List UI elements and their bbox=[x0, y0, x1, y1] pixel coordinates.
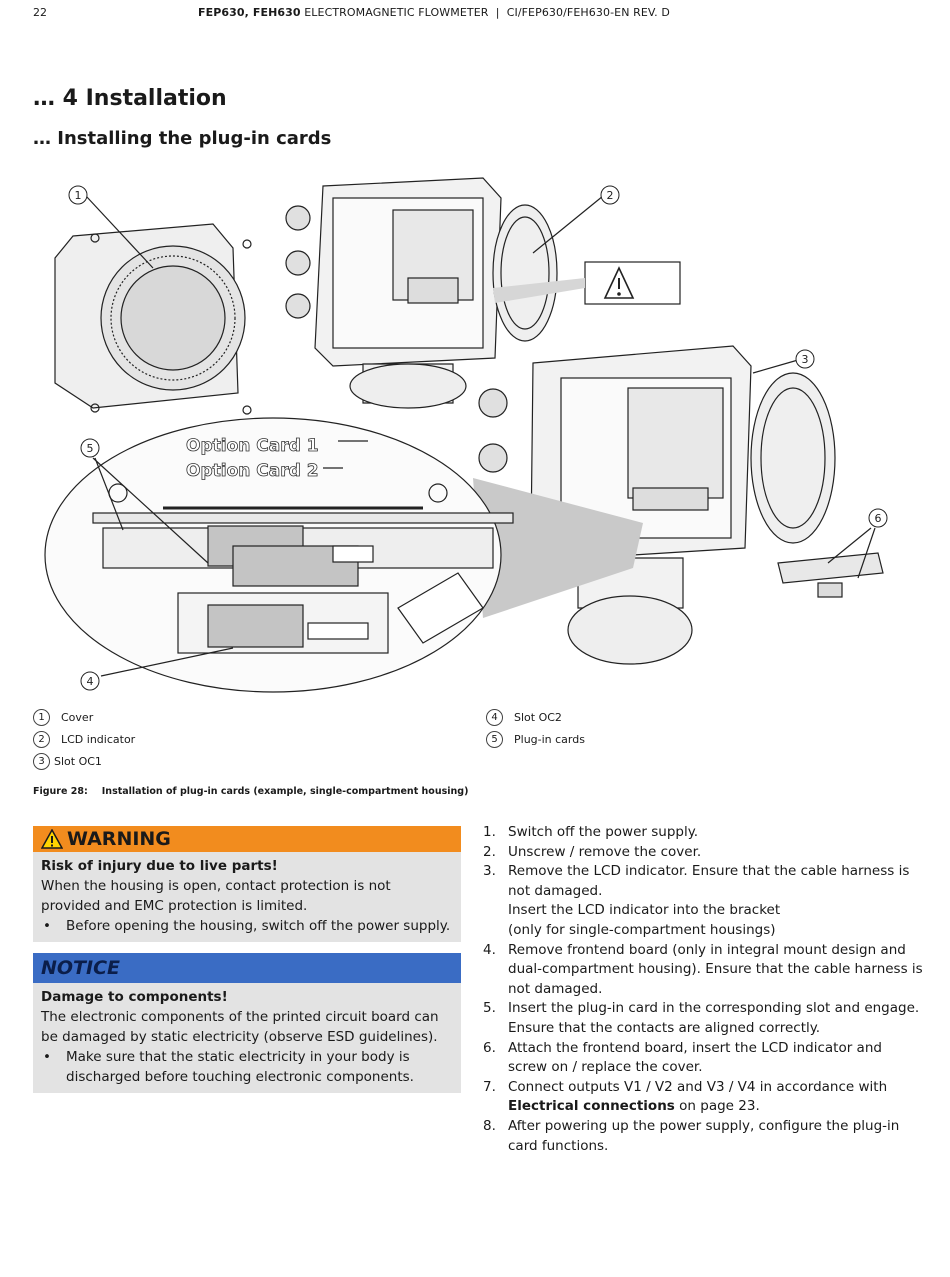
svg-text:2: 2 bbox=[607, 189, 614, 202]
notice-text: The electronic components of the printed… bbox=[41, 1009, 439, 1045]
step-text: Remove frontend board (only in integral … bbox=[508, 941, 923, 997]
section-title: … 4 Installation bbox=[33, 86, 227, 111]
notice-heading: Damage to components! bbox=[41, 989, 228, 1005]
step-text: Connect outputs V1 / V2 and V3 / V4 in a… bbox=[508, 1078, 888, 1095]
figure-caption-label: Figure 28: bbox=[33, 786, 88, 797]
step-text-after: on page 23. bbox=[674, 1098, 760, 1115]
notice-bullet: •Make sure that the static electricity i… bbox=[41, 1047, 453, 1087]
step-text-extra: (only for single-compartment housings) bbox=[508, 921, 776, 938]
step-item: 2. Unscrew / remove the cover. bbox=[483, 843, 923, 863]
step-item: 4. Remove frontend board (only in integra… bbox=[483, 941, 923, 1000]
document-header-rest: ELECTROMAGNETIC FLOWMETER | CI/FEP630/FE… bbox=[300, 6, 670, 19]
svg-text:5: 5 bbox=[87, 442, 94, 455]
warning-header: WARNING bbox=[33, 826, 461, 852]
legend-label: Plug-in cards bbox=[514, 733, 585, 746]
cover-drawing bbox=[54, 223, 252, 415]
warning-triangle-icon bbox=[41, 829, 63, 849]
step-text-extra: Insert the LCD indicator into the bracke… bbox=[508, 902, 781, 919]
svg-text:1: 1 bbox=[75, 189, 82, 202]
step-number: 8. bbox=[483, 1117, 496, 1134]
warning-text: When the housing is open, contact protec… bbox=[41, 878, 391, 914]
step-number: 6. bbox=[483, 1039, 496, 1056]
step-item: 8. After powering up the power supply, co… bbox=[483, 1117, 923, 1156]
legend-number: 1 bbox=[33, 709, 50, 726]
document-header-product: FEP630, FEH630 bbox=[198, 6, 301, 19]
option-card-1-label: Option Card 1 bbox=[186, 436, 319, 456]
legend-item: 1 Cover bbox=[33, 709, 93, 726]
figure-caption: Figure 28: Installation of plug-in cards … bbox=[33, 786, 482, 797]
legend-number: 3 bbox=[33, 753, 50, 770]
step-text: Switch off the power supply. bbox=[508, 824, 699, 840]
step-number: 3. bbox=[483, 863, 496, 880]
step-text: Attach the frontend board, insert the LC… bbox=[508, 1039, 882, 1076]
callout-6: 6 bbox=[868, 508, 888, 528]
page-number: 22 bbox=[33, 6, 47, 19]
step-text: Insert the plug-in card in the correspon… bbox=[508, 1000, 920, 1036]
figure-caption-text: Installation of plug-in cards (example, … bbox=[101, 786, 469, 797]
legend-item: 3 Slot OC1 bbox=[33, 753, 102, 770]
svg-text:6: 6 bbox=[875, 512, 882, 525]
warning-title: WARNING bbox=[67, 828, 171, 850]
step-number: 7. bbox=[483, 1078, 496, 1095]
step-item: 5. Insert the plug-in card in the corresp… bbox=[483, 999, 923, 1038]
legend-item: 5 Plug-in cards bbox=[486, 731, 585, 748]
legend-number: 4 bbox=[486, 709, 503, 726]
installation-steps: 1. Switch off the power supply. 2. Unscrew… bbox=[483, 823, 923, 1156]
lower-housing-drawing bbox=[478, 345, 884, 665]
warning-box: WARNING Risk of injury due to live parts… bbox=[33, 826, 461, 942]
step-text: After powering up the power supply, conf… bbox=[508, 1117, 900, 1154]
step-number: 4. bbox=[483, 941, 496, 958]
legend-item: 2 LCD indicator bbox=[33, 731, 135, 748]
step-item: 1. Switch off the power supply. bbox=[483, 823, 923, 843]
callout-4: 4 bbox=[80, 671, 100, 691]
legend-label: Cover bbox=[61, 711, 94, 724]
svg-text:3: 3 bbox=[802, 353, 809, 366]
upper-housing-drawing bbox=[285, 177, 558, 409]
subsection-title: … Installing the plug-in cards bbox=[33, 128, 332, 149]
notice-box: NOTICE Damage to components! The electro… bbox=[33, 953, 461, 1093]
warning-bullet: •Before opening the housing, switch off … bbox=[43, 918, 451, 934]
electrical-connections-link[interactable]: Electrical connections bbox=[508, 1098, 675, 1115]
step-item: 3. Remove the LCD indicator. Ensure that … bbox=[483, 862, 923, 940]
svg-text:4: 4 bbox=[87, 675, 94, 688]
step-item: 7. Connect outputs V1 / V2 and V3 / V4 in… bbox=[483, 1078, 923, 1117]
callout-3: 3 bbox=[795, 349, 815, 369]
installation-figure: 1 2 3 5 6 4 Option Card 1 Option Card 2 bbox=[44, 177, 888, 693]
callout-2: 2 bbox=[600, 185, 620, 205]
legend-label: Slot OC2 bbox=[514, 711, 562, 724]
document-header: FEP630, FEH630 ELECTROMAGNETIC FLOWMETER… bbox=[198, 6, 670, 19]
option-card-2-label: Option Card 2 bbox=[186, 461, 319, 481]
notice-header: NOTICE bbox=[33, 953, 461, 983]
step-number: 2. bbox=[483, 843, 496, 860]
hazard-symbol bbox=[493, 261, 681, 305]
warning-bullet-text: Before opening the housing, switch off t… bbox=[66, 918, 451, 934]
legend-label: Slot OC1 bbox=[54, 755, 102, 768]
legend-label: LCD indicator bbox=[61, 733, 136, 746]
warning-heading: Risk of injury due to live parts! bbox=[41, 858, 278, 874]
step-item: 6. Attach the frontend board, insert the … bbox=[483, 1039, 923, 1078]
callout-1: 1 bbox=[68, 185, 88, 205]
callout-5: 5 bbox=[80, 438, 100, 458]
step-number: 5. bbox=[483, 1000, 496, 1017]
notice-bullet-text: Make sure that the static electricity in… bbox=[66, 1049, 414, 1085]
step-text: Remove the LCD indicator. Ensure that th… bbox=[508, 863, 910, 899]
legend-number: 5 bbox=[486, 731, 503, 748]
legend-number: 2 bbox=[33, 731, 50, 748]
notice-title: NOTICE bbox=[41, 957, 121, 979]
step-number: 1. bbox=[483, 824, 496, 840]
step-text: Unscrew / remove the cover. bbox=[508, 843, 702, 860]
detail-view bbox=[44, 417, 643, 693]
legend-item: 4 Slot OC2 bbox=[486, 709, 562, 726]
